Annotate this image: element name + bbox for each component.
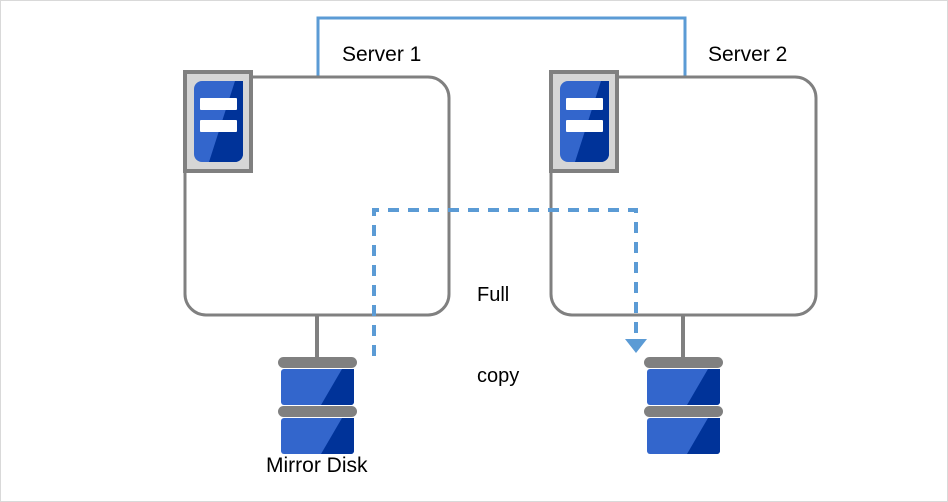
server-icon	[549, 70, 619, 173]
disk-platter-upper	[281, 369, 354, 405]
server-2-label: Server 2	[708, 43, 788, 66]
disk-icon	[644, 357, 723, 454]
disk-platter-lower-dark	[687, 418, 720, 454]
disk-platter-upper-dark	[687, 369, 720, 405]
disk-platter-lower	[281, 418, 354, 454]
full-copy-label-line-2: copy	[477, 365, 520, 387]
server-1-label: Server 1	[342, 43, 422, 66]
disk-bar-middle	[278, 406, 357, 417]
disk-bar-top	[644, 357, 723, 368]
full-copy-label-line-1: Full	[477, 284, 510, 306]
server-icon-bar-top	[200, 98, 237, 110]
server-icon-body	[194, 81, 243, 162]
full-copy-label: Full copy	[477, 228, 519, 444]
disk-platter-upper-dark	[321, 369, 354, 405]
disk-icon	[278, 357, 357, 454]
disk-platter-lower-dark	[321, 418, 354, 454]
disk-platter-upper	[647, 369, 720, 405]
edge-full-copy	[372, 208, 647, 356]
disk-bar-top	[278, 357, 357, 368]
mirror-disk-label: Mirror Disk	[266, 454, 368, 477]
disk-bar-middle	[644, 406, 723, 417]
server-icon-bar-bottom	[200, 120, 237, 132]
server-icon-bar-bottom	[566, 120, 603, 132]
server-icon-bar-top	[566, 98, 603, 110]
server-icon-body	[560, 81, 609, 162]
disk-platter-lower	[647, 418, 720, 454]
edge-interconnect	[316, 16, 687, 78]
full-copy-arrowhead-icon	[625, 339, 647, 353]
interconnect-line	[316, 16, 687, 78]
server-icon	[183, 70, 253, 173]
